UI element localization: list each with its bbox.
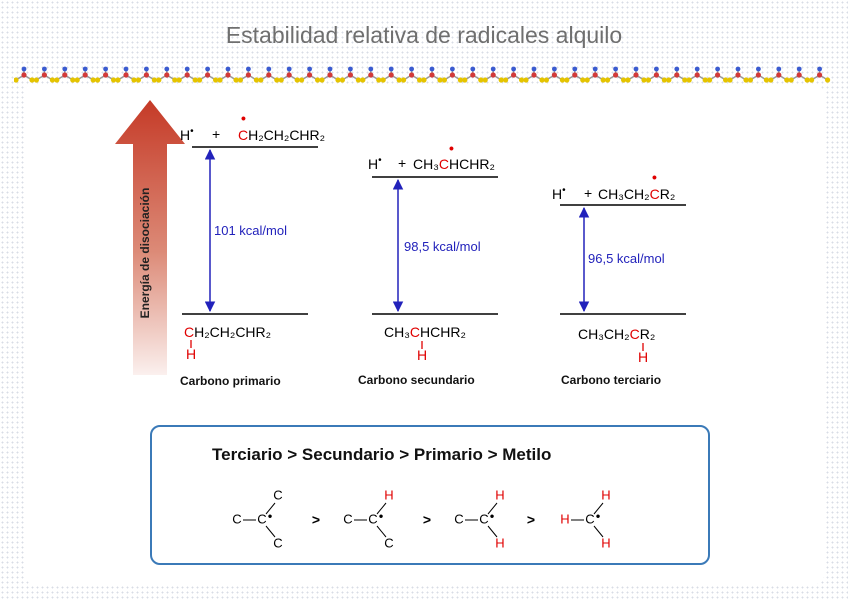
alkane-formula-tertiary: CH₃CH₂CR₂ — [578, 326, 656, 342]
radical-dot-tertiary: • — [652, 169, 657, 185]
substituent-top: H — [601, 487, 610, 502]
energy-value-primary: 101 kcal/mol — [214, 223, 287, 238]
substituent-bottom: H — [495, 535, 504, 550]
radical-dot: • — [596, 508, 601, 523]
carbon-type-secondary: Carbono secundario — [358, 373, 475, 387]
greater-than-sign: > — [312, 512, 320, 528]
substituent-bottom: C — [273, 535, 282, 550]
radical-dot-primary: • — [241, 110, 246, 126]
center-carbon: C — [585, 511, 594, 526]
substituent-bottom: H — [601, 535, 610, 550]
energy-arrow — [115, 100, 185, 375]
substituent-top: H — [384, 487, 393, 502]
substituent-top: H — [495, 487, 504, 502]
plus-sign-primary: + — [212, 126, 221, 142]
page-title: Estabilidad relativa de radicales alquil… — [225, 22, 623, 48]
greater-than-sign: > — [423, 512, 431, 528]
carbon-type-primary: Carbono primario — [180, 374, 281, 388]
hydrogen-radical-tertiary: H• — [552, 185, 566, 202]
radical-dot: • — [490, 508, 495, 523]
substituent-left: C — [232, 511, 241, 526]
center-carbon: C — [479, 511, 488, 526]
substituent-top: C — [273, 487, 282, 502]
substituent-left: C — [454, 511, 463, 526]
center-carbon: C — [368, 511, 377, 526]
hydrogen-atom-secondary: H — [417, 347, 428, 363]
hydrogen-atom-tertiary: H — [638, 349, 649, 365]
hydrogen-atom-primary: H — [186, 346, 197, 362]
carbon-type-tertiary: Carbono terciario — [561, 373, 662, 387]
radical-formula-primary: CH₂CH₂CHR₂ — [238, 127, 326, 143]
hydrogen-radical-primary: H• — [180, 126, 194, 143]
stability-order-box — [150, 425, 710, 565]
energy-value-secondary: 98,5 kcal/mol — [404, 239, 481, 254]
radical-dot-secondary: • — [449, 140, 454, 156]
radical-dot: • — [379, 508, 384, 523]
energy-value-tertiary: 96,5 kcal/mol — [588, 251, 665, 266]
plus-sign-tertiary: + — [584, 185, 593, 201]
plus-sign-secondary: + — [398, 155, 407, 171]
substituent-left: C — [343, 511, 352, 526]
stability-order-text: Terciario > Secundario > Primario > Meti… — [212, 445, 552, 464]
alkane-formula-secondary: CH₃CHCHR₂ — [384, 324, 466, 340]
alkane-formula-primary: CH₂CH₂CHR₂ — [184, 324, 272, 340]
radical-formula-secondary: CH₃CHCHR₂ — [413, 156, 495, 172]
greater-than-sign: > — [527, 512, 535, 528]
hydrogen-radical-secondary: H• — [368, 155, 382, 172]
substituent-left: H — [560, 511, 569, 526]
substituent-bottom: C — [384, 535, 393, 550]
radical-dot: • — [268, 508, 273, 523]
radical-formula-tertiary: CH₃CH₂CR₂ — [598, 186, 676, 202]
center-carbon: C — [257, 511, 266, 526]
